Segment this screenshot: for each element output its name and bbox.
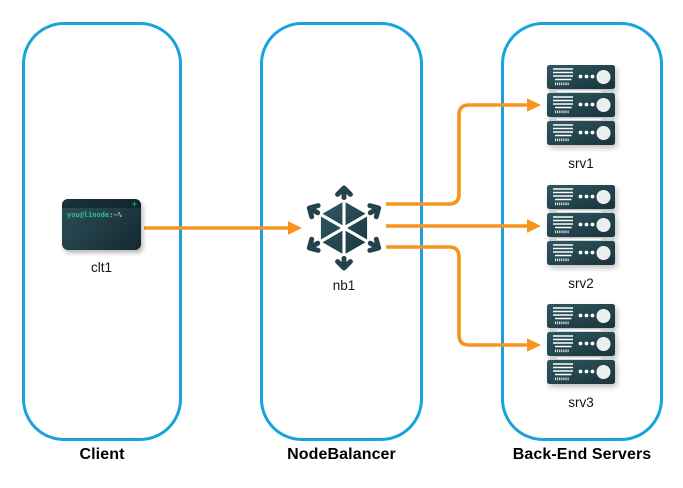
server-stack-icon-srv1 bbox=[547, 65, 615, 145]
terminal-icon: + you@linode:~% bbox=[62, 199, 141, 250]
nodebalancer-spokes bbox=[320, 201, 368, 255]
node-label-srv3: srv3 bbox=[568, 395, 594, 410]
server-stack-icon-srv3 bbox=[547, 304, 615, 384]
server-rack-units bbox=[547, 304, 615, 384]
node-label-srv2: srv2 bbox=[568, 276, 594, 291]
node-label-clt1: clt1 bbox=[90, 260, 112, 275]
backend-servers-column-title: Back-End Servers bbox=[512, 446, 652, 463]
terminal-prompt-text: you@linode:~% bbox=[67, 211, 122, 219]
nodebalancer-column-title: NodeBalancer bbox=[287, 446, 396, 463]
nodebalancer-icon bbox=[306, 185, 382, 271]
backend-servers-column bbox=[501, 22, 663, 441]
node-label-srv1: srv1 bbox=[568, 156, 594, 171]
node-label-nb1: nb1 bbox=[332, 278, 356, 293]
terminal-prompt-user: you@linode bbox=[67, 211, 110, 219]
server-stack-icon-srv2 bbox=[547, 185, 615, 265]
server-rack-units bbox=[547, 185, 615, 265]
client-column bbox=[22, 22, 182, 441]
nodebalancer-column bbox=[260, 22, 423, 441]
client-column-title: Client bbox=[79, 446, 125, 463]
nodebalancer-outward-arrows bbox=[306, 185, 382, 271]
server-rack-units bbox=[547, 65, 615, 145]
terminal-prompt-tail: :~% bbox=[109, 211, 122, 219]
terminal-titlebar bbox=[62, 199, 141, 208]
terminal-plus-icon: + bbox=[131, 199, 137, 209]
